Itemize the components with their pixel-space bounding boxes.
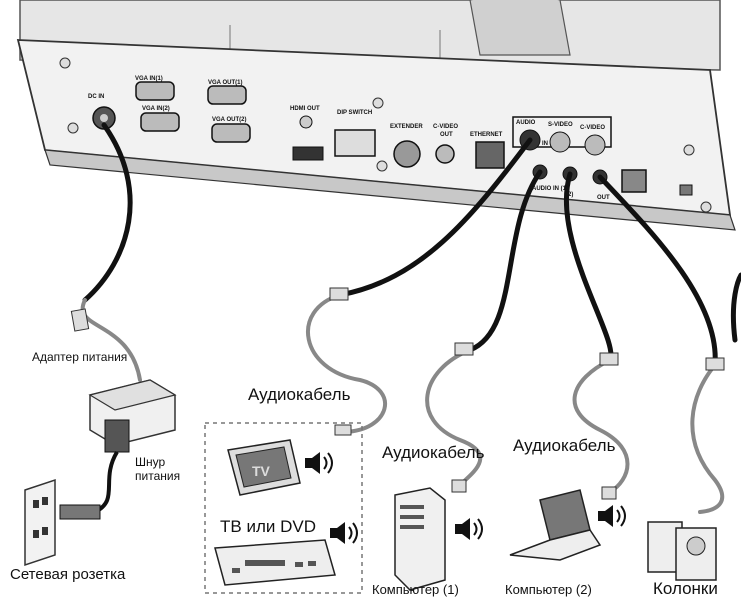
- label-audio-cable-2: Аудиокабель: [382, 443, 485, 462]
- audio-cable-3-gray: [572, 358, 630, 494]
- speaker-cable-gray: [690, 363, 725, 514]
- speaker-cable-black: [597, 174, 718, 368]
- label-computer-2: Компьютер (2): [505, 582, 592, 597]
- cables: [70, 122, 741, 514]
- port-label-in: IN: [542, 141, 548, 147]
- label-outlet: Сетевая розетка: [10, 566, 126, 583]
- tv-screen-label: TV: [252, 463, 271, 479]
- port-label-dc-in: DC IN: [88, 94, 104, 100]
- label-tv-dvd: ТВ или DVD: [220, 517, 316, 536]
- sound-icon-computer-1: [455, 518, 483, 540]
- dvd-player-icon: [214, 539, 336, 586]
- power-adapter: [59, 379, 177, 520]
- laptop-icon: [509, 489, 602, 561]
- label-computer-1: Компьютер (1): [372, 582, 459, 597]
- port-label-cvideo-out-1: C-VIDEO: [433, 124, 458, 130]
- power-cable-dc: [82, 122, 133, 303]
- sound-icon-dvd: [330, 522, 358, 544]
- port-label-audio: AUDIO: [516, 120, 536, 126]
- port-label-vga-in1: VGA IN(1): [135, 76, 163, 82]
- label-power-cord: Шнур питания: [135, 455, 181, 483]
- desktop-computer-icon: [394, 487, 446, 591]
- document-camera-rear-panel: [16, 0, 736, 231]
- label-speakers: Колонки: [653, 579, 718, 598]
- speakers-icon: [647, 521, 717, 581]
- tv-dvd-group-frame: [204, 422, 363, 594]
- wall-outlet: [24, 478, 56, 567]
- port-label-cvideo: C-VIDEO: [580, 125, 605, 131]
- port-label-in2: (2): [566, 192, 573, 198]
- audio-cable-1-gray: [305, 293, 388, 434]
- audio-cable-2-black: [467, 169, 543, 353]
- port-label-out: OUT: [597, 195, 610, 201]
- port-label-ethernet: ETHERNET: [470, 132, 503, 138]
- audio-cable-2-gray: [425, 348, 483, 487]
- sound-icon-tv: [305, 452, 333, 474]
- label-audio-cable-1: Аудиокабель: [248, 385, 351, 404]
- port-label-hdmi-out: HDMI OUT: [290, 106, 320, 112]
- audio-cable-1-black: [337, 137, 533, 298]
- port-label-cvideo-out-2: OUT: [440, 132, 453, 138]
- label-audio-cable-3: Аудиокабель: [513, 436, 616, 455]
- audio-cable-3-black: [563, 171, 614, 363]
- port-label-audio-in1: AUDIO IN (1): [532, 186, 568, 192]
- port-label-svideo: S-VIDEO: [548, 122, 573, 128]
- port-label-vga-out2: VGA OUT(2): [212, 117, 246, 123]
- port-label-vga-out1: VGA OUT(1): [208, 80, 242, 86]
- sound-icons: [305, 452, 626, 544]
- sound-icon-computer-2: [598, 505, 626, 527]
- port-labels: DC IN VGA IN(1) VGA IN(2) VGA OUT(1) VGA…: [88, 76, 610, 201]
- tv-icon: TV: [227, 439, 301, 496]
- port-label-dip-switch: DIP SWITCH: [337, 110, 372, 116]
- label-power-adapter: Адаптер питания: [32, 350, 128, 364]
- power-cable-adapter: [80, 298, 142, 382]
- power-plug: [104, 419, 130, 453]
- port-label-extender: EXTENDER: [390, 124, 423, 130]
- port-label-vga-in2: VGA IN(2): [142, 106, 170, 112]
